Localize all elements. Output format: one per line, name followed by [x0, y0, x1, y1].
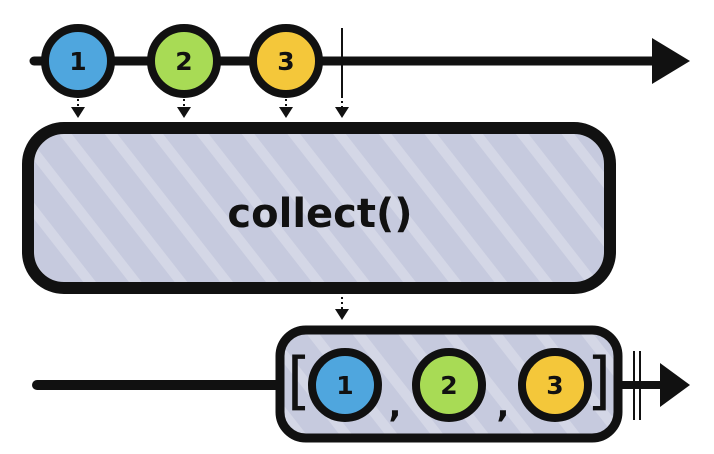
- operator-box: [22, 122, 616, 294]
- collect-operator: collect(): [22, 122, 616, 294]
- emission-arrow-complete: [335, 96, 349, 118]
- input-timeline: [29, 28, 690, 96]
- output-arrowhead: [660, 363, 690, 407]
- output-timeline: [32, 351, 690, 420]
- output-marble-1-circle: [308, 348, 382, 422]
- input-emission-arrows: [71, 94, 349, 118]
- output-separator-2: ,: [497, 386, 510, 426]
- input-marble-1: 1: [41, 24, 115, 98]
- output-marble-1-label: 1: [336, 371, 353, 400]
- output-marble-3: 3: [518, 348, 592, 422]
- output-marble-1: 1: [308, 348, 382, 422]
- output-marble-3-circle: [518, 348, 592, 422]
- input-marble-2-label: 2: [175, 47, 192, 76]
- input-arrowhead: [652, 38, 690, 84]
- emission-arrow-1: [71, 94, 85, 118]
- emission-arrow-3: [279, 94, 293, 118]
- output-separator-1: ,: [389, 386, 402, 426]
- input-marble-3-label: 3: [277, 47, 294, 76]
- output-array-box: [ ] 1 , 2 , 3: [275, 325, 623, 443]
- input-marble-1-label: 1: [69, 47, 86, 76]
- output-marble-2-circle: [412, 348, 486, 422]
- output-marble-2-label: 2: [440, 371, 457, 400]
- output-emission-arrow: [335, 292, 349, 320]
- emission-arrow-2: [177, 94, 191, 118]
- input-marble-3: 3: [249, 24, 323, 98]
- output-open-bracket: [: [287, 344, 311, 417]
- output-marble-3-label: 3: [546, 371, 563, 400]
- input-marble-2: 2: [147, 24, 221, 98]
- output-marble-2: 2: [412, 348, 486, 422]
- operator-label: collect(): [227, 191, 412, 237]
